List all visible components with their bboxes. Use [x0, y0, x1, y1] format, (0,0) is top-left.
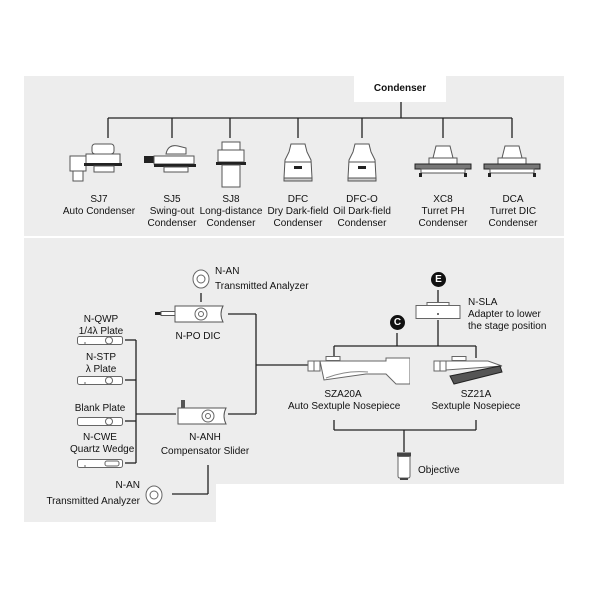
condenser-title: Condenser: [354, 76, 446, 102]
sj8-condenser-icon: [216, 141, 246, 188]
sla-name: Adapter to lower: [468, 309, 541, 320]
nosepiece-sza20a-label: SZA20A Auto Sextuple Nosepiece: [288, 389, 401, 413]
condenser-item-sj5: SJ5 Swing-out Condenser: [140, 194, 204, 230]
objective-label: Objective: [418, 465, 460, 476]
plate-code: N-STP: [86, 352, 116, 363]
analyzer-name: Transmitted Analyzer: [46, 496, 140, 507]
condenser-name: Oil Dark-field: [333, 206, 391, 217]
sza20a-nosepiece-icon: [307, 356, 410, 385]
nosepiece-name: Sextuple Nosepiece: [431, 401, 521, 412]
nosepiece-code: SZ21A: [460, 389, 492, 400]
plate-blank-icon: [77, 417, 123, 426]
plate-code: N-QWP: [83, 314, 119, 325]
analyzer-code: N-AN: [115, 480, 140, 491]
condenser-name: Dry Dark-field: [267, 206, 329, 217]
analyzer-bottom-label: N-AN Transmitted Analyzer: [30, 480, 140, 508]
condenser-name: Swing-out: [149, 206, 195, 217]
objective-icon: [397, 452, 411, 480]
nosepiece-code: SZA20A: [324, 389, 362, 400]
plate-code: N-CWE: [83, 432, 117, 443]
plate-name: λ Plate: [85, 364, 117, 375]
plate-qwp-label: N-QWP 1/4λ Plate: [76, 314, 126, 338]
condenser-item-xc8: XC8 Turret PH Condenser: [408, 194, 478, 230]
plate-cwe-icon: [77, 459, 123, 468]
condenser-item-dca: DCA Turret DIC Condenser: [478, 194, 548, 230]
po-dic-label: N-PO DIC: [175, 331, 221, 342]
dfc-condenser-icon: [283, 143, 313, 182]
condenser-item-sj8: SJ8 Long-distance Condenser: [198, 194, 264, 230]
condenser-code: SJ7: [90, 194, 108, 205]
sla-name: the stage position: [468, 321, 547, 332]
condenser-name: Condenser: [206, 218, 256, 229]
anh-label: N-ANH Compensator Slider: [150, 432, 260, 458]
sj7-condenser-icon: [69, 143, 122, 182]
condenser-name: Condenser: [488, 218, 538, 229]
analyzer-top-icon: [192, 269, 210, 289]
nosepiece-name: Auto Sextuple Nosepiece: [288, 401, 401, 412]
plate-stp-icon: [77, 376, 123, 385]
nosepiece-sz21a-label: SZ21A Sextuple Nosepiece: [426, 389, 526, 413]
accessory-panel-lower: [24, 484, 216, 522]
dfc-o-condenser-icon: [347, 143, 377, 182]
condenser-name: Condenser: [273, 218, 323, 229]
plate-name: 1/4λ Plate: [78, 326, 124, 337]
plate-name: Quartz Wedge: [70, 444, 135, 455]
condenser-name: Long-distance: [199, 206, 263, 217]
sla-adapter-icon: [415, 302, 461, 319]
condenser-name: Turret DIC: [489, 206, 537, 217]
condenser-name: Auto Condenser: [62, 206, 136, 217]
condenser-name: Condenser: [337, 218, 387, 229]
condenser-name: Turret PH: [421, 206, 465, 217]
anh-compensator-icon: [177, 400, 227, 425]
sj5-condenser-icon: [144, 145, 196, 173]
sla-label: N-SLA Adapter to lower the stage positio…: [468, 297, 546, 333]
condenser-code: SJ5: [163, 194, 181, 205]
xc8-condenser-icon: [414, 145, 472, 177]
dca-condenser-icon: [483, 145, 541, 177]
badge-c: C: [390, 315, 405, 330]
analyzer-bottom-icon: [145, 485, 163, 505]
analyzer-code: N-AN: [215, 266, 240, 277]
sla-code: N-SLA: [468, 297, 498, 308]
condenser-name: Condenser: [418, 218, 468, 229]
condenser-item-sj7: SJ7 Auto Condenser: [56, 194, 142, 218]
plate-cwe-label: N-CWE Quartz Wedge: [70, 432, 135, 456]
condenser-code: DFC: [287, 194, 309, 205]
condenser-code: SJ8: [222, 194, 240, 205]
condenser-code: DFC-O: [346, 194, 378, 205]
anh-code: N-ANH: [189, 432, 221, 443]
sz21a-nosepiece-icon: [433, 356, 503, 385]
plate-blank-label: Blank Plate: [74, 403, 126, 414]
plate-stp-label: N-STP λ Plate: [76, 352, 126, 376]
plate-qwp-icon: [77, 336, 123, 345]
condenser-name: Condenser: [147, 218, 197, 229]
analyzer-name: Transmitted Analyzer: [215, 281, 309, 292]
condenser-code: DCA: [502, 194, 524, 205]
badge-e: E: [431, 272, 446, 287]
condenser-code: XC8: [433, 194, 453, 205]
condenser-item-dfc-o: DFC-O Oil Dark-field Condenser: [328, 194, 396, 230]
condenser-item-dfc: DFC Dry Dark-field Condenser: [264, 194, 332, 230]
po-dic-icon: [155, 305, 224, 323]
anh-name: Compensator Slider: [160, 446, 250, 457]
analyzer-top-label: N-AN Transmitted Analyzer: [215, 266, 309, 293]
